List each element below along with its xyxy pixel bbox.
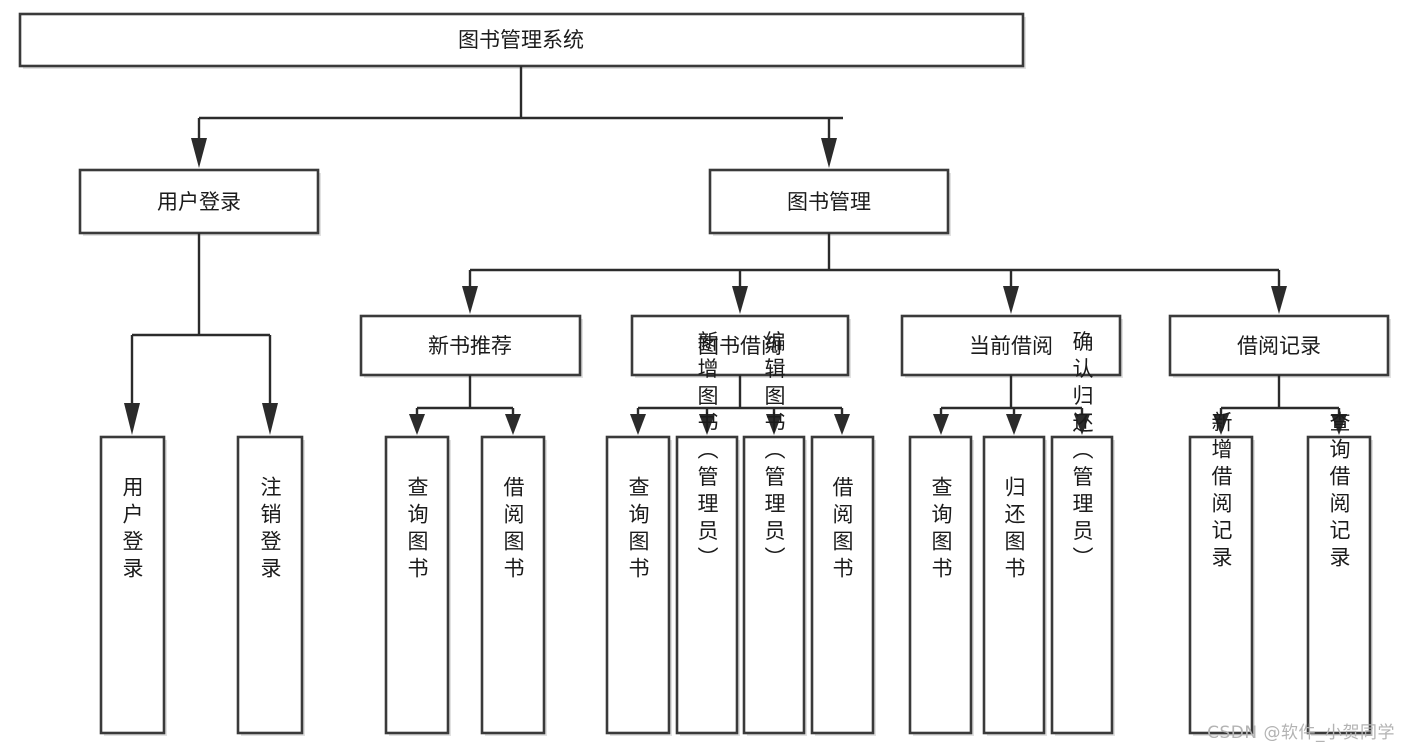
node-book-management[interactable]: 图书管理 [708,168,951,236]
leaf-label-edit-book: 编辑图书（管理员） [762,331,786,574]
user-login-box [78,168,320,235]
leaf-node-query-book-1[interactable]: 查询图书 [384,435,451,736]
connector-bookmgmt-to-level3 [462,233,1287,314]
root-box [18,12,1025,68]
leaf-box-user-login [99,435,166,735]
arrow-head-leaf-confirm-return [1074,414,1090,435]
arrow-head-user-login [191,138,207,168]
arrow-head-current-borrow [1003,286,1019,314]
leaf-label-query-book-1: 查询图书 [405,476,429,584]
arrow-head-leaf-query-record [1331,414,1347,435]
leaf-label-borrow-book-1: 借阅图书 [501,476,525,584]
leaf-box-query-book-1 [384,435,450,735]
book-management-label: 图书管理 [787,190,871,214]
arrow-head-leaf-user-login [124,403,140,435]
leaf-node-return-book[interactable]: 归还图书 [982,435,1047,736]
leaf-box-query-record [1306,435,1372,735]
leaf-box-add-book [675,435,739,735]
node-book-borrow[interactable]: 图书借阅 [630,314,851,378]
node-new-book-recommend[interactable]: 新书推荐 [359,314,583,378]
leaf-node-query-record[interactable]: 查询借阅记录 [1306,411,1373,736]
arrow-head-leaf-logout [262,403,278,435]
arrow-head-book-manage [821,138,837,168]
leaf-label-user-login: 用户登录 [120,476,144,584]
node-root[interactable]: 图书管理系统 [18,12,1026,69]
connector-root-to-level2 [191,66,843,168]
leaf-node-user-login[interactable]: 用户登录 [99,435,167,736]
leaf-box-borrow-book-2 [810,435,875,735]
connector-bookborrow-to-leaves [630,375,850,435]
arrow-head-leaf-add-book [699,414,715,435]
arrow-head-borrow-record [1271,286,1287,314]
arrow-head-leaf-edit-book [766,414,782,435]
leaf-label-add-book: 新增图书（管理员） [695,331,719,574]
leaf-label-query-book-2: 查询图书 [626,476,650,584]
leaf-label-confirm-return: 确认归还（管理员） [1070,331,1094,574]
connector-borrowrecord-to-leaves [1213,375,1347,435]
arrow-head-leaf-query-book-2 [630,414,646,435]
leaf-node-edit-book[interactable]: 编辑图书（管理员） [742,331,807,737]
arrow-head-book-borrow [732,286,748,314]
leaf-node-borrow-book-1[interactable]: 借阅图书 [480,435,547,736]
book-borrow-label: 图书借阅 [698,334,782,358]
node-user-login[interactable]: 用户登录 [78,168,321,236]
leaf-node-borrow-book-2[interactable]: 借阅图书 [810,435,876,736]
leaf-box-edit-book [742,435,806,735]
arrow-head-leaf-query-book-3 [933,414,949,435]
leaf-label-query-book-3: 查询图书 [929,476,953,584]
leaf-node-logout[interactable]: 注销登录 [236,435,305,736]
arrow-head-leaf-borrow-book-2 [834,414,850,435]
leaf-box-query-book-2 [605,435,671,735]
current-borrow-label: 当前借阅 [969,334,1053,358]
leaf-node-add-book[interactable]: 新增图书（管理员） [675,331,740,737]
arrow-head-new-book [462,286,478,314]
borrow-record-label: 借阅记录 [1237,334,1321,358]
leaf-node-confirm-return[interactable]: 确认归还（管理员） [1050,331,1115,737]
user-login-label: 用户登录 [157,190,241,214]
leaf-box-query-book-3 [908,435,973,735]
arrow-head-leaf-borrow-book-1 [505,414,521,435]
connector-currentborrow-to-leaves [933,375,1090,435]
leaf-box-logout [236,435,304,735]
borrow-record-box [1168,314,1390,377]
new-book-label: 新书推荐 [428,334,512,358]
leaf-label-query-record: 查询借阅记录 [1327,411,1351,573]
leaf-label-logout: 注销登录 [258,476,282,584]
leaf-label-borrow-book-2: 借阅图书 [830,476,854,584]
leaf-label-add-record: 新增借阅记录 [1209,411,1233,573]
arrow-head-leaf-query-book-1 [409,414,425,435]
node-borrow-record[interactable]: 借阅记录 [1168,314,1391,378]
connector-userlogin-to-leaves [124,233,278,435]
connector-newbook-to-leaves [409,375,521,435]
leaf-node-add-record[interactable]: 新增借阅记录 [1188,411,1255,736]
leaf-box-borrow-book-1 [480,435,546,735]
leaf-box-confirm-return [1050,435,1114,735]
arrow-head-leaf-return-book [1006,414,1022,435]
new-book-box [359,314,582,377]
leaf-label-return-book: 归还图书 [1002,476,1026,584]
leaf-node-query-book-2[interactable]: 查询图书 [605,435,672,736]
leaf-node-query-book-3[interactable]: 查询图书 [908,435,974,736]
leaf-box-return-book [982,435,1046,735]
csdn-watermark: CSDN @软件_小贺同学 [1207,723,1395,743]
leaf-box-add-record [1188,435,1254,735]
root-label: 图书管理系统 [458,28,584,52]
arrow-head-leaf-add-record [1213,414,1229,435]
